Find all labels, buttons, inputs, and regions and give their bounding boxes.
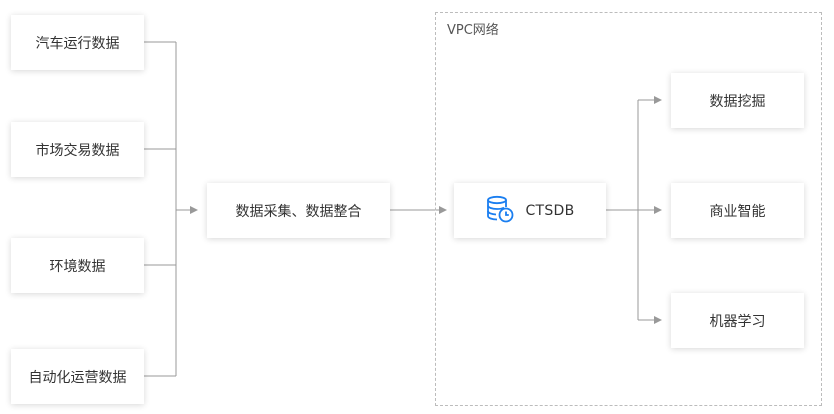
output-label: 机器学习 bbox=[709, 313, 766, 330]
collector-box: 数据采集、数据整合 bbox=[207, 183, 390, 238]
collector-label: 数据采集、数据整合 bbox=[235, 203, 362, 220]
ctsdb-box: CTSDB bbox=[454, 183, 606, 238]
source-label: 汽车运行数据 bbox=[35, 35, 120, 52]
source-label: 自动化运营数据 bbox=[28, 369, 127, 386]
vpc-label: VPC网络 bbox=[447, 23, 499, 38]
database-clock-icon bbox=[485, 194, 515, 228]
source-label: 市场交易数据 bbox=[35, 142, 120, 159]
source-box-operations-data: 自动化运营数据 bbox=[11, 349, 144, 404]
ctsdb-label: CTSDB bbox=[525, 202, 575, 219]
output-box-data-mining: 数据挖掘 bbox=[671, 73, 804, 128]
output-box-business-intelligence: 商业智能 bbox=[671, 183, 804, 238]
vpc-region bbox=[435, 12, 822, 406]
source-label: 环境数据 bbox=[49, 258, 106, 275]
output-label: 数据挖掘 bbox=[709, 93, 766, 110]
output-box-machine-learning: 机器学习 bbox=[671, 293, 804, 348]
source-box-market-data: 市场交易数据 bbox=[11, 122, 144, 177]
source-box-vehicle-data: 汽车运行数据 bbox=[11, 15, 144, 70]
source-box-environment-data: 环境数据 bbox=[11, 238, 144, 293]
output-label: 商业智能 bbox=[709, 203, 766, 220]
